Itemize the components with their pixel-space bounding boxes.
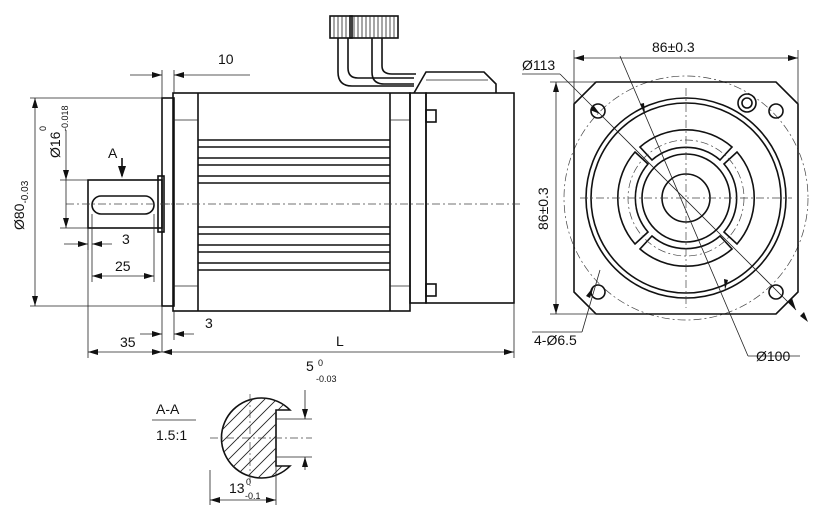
- dimension-width-86: 86±0.3: [573, 39, 799, 104]
- dim-length-label: L: [336, 333, 344, 349]
- dia-16-tolerance-lower: -0.018: [60, 105, 70, 131]
- power-cables: [329, 15, 416, 87]
- key-depth-tolerance-lower: -0.1: [245, 491, 261, 501]
- section-marker-label: A: [108, 145, 118, 161]
- dim-key-3-label: 3: [122, 231, 130, 247]
- leader-dia-100: Ø100: [619, 55, 800, 364]
- svg-text:Ø80-0.03: Ø80-0.03: [11, 180, 31, 230]
- section-view: 5 0 -0.03 13 0 -0.1 A-A 1.5:1: [152, 358, 337, 505]
- leader-holes: 4-Ø6.5: [532, 269, 601, 348]
- dimension-dia-80: Ø80-0.03: [11, 97, 162, 307]
- key-width-tolerance-upper: 0: [318, 358, 323, 368]
- dimension-flange-3: 3: [140, 306, 213, 352]
- leader-dia-113: Ø113: [522, 57, 601, 115]
- dia-80-tolerance: -0.03: [20, 180, 31, 203]
- dia-16-label: Ø16: [47, 131, 63, 158]
- encoder-housing: [409, 71, 515, 304]
- section-scale: 1.5:1: [156, 427, 187, 443]
- width-86-label: 86±0.3: [652, 39, 695, 55]
- dimension-height-86: 86±0.3: [535, 81, 596, 315]
- dim-flange-3-label: 3: [205, 315, 213, 331]
- key-depth-label: 13: [229, 480, 245, 496]
- dimension-key-width: 5 0 -0.03: [276, 358, 337, 470]
- key-depth-tolerance-upper: 0: [246, 477, 251, 487]
- section-marker-a: A: [108, 145, 126, 178]
- shaft-cross-section: [220, 397, 292, 479]
- dimension-dia-16: Ø16 0 -0.018: [38, 105, 88, 229]
- dimension-shaft-35: 35: [87, 228, 162, 358]
- motor-body: [172, 92, 411, 312]
- dimension-key-depth: 13 0 -0.1: [209, 466, 277, 505]
- svg-text:Ø16: Ø16: [47, 131, 63, 158]
- dia-100-label: Ø100: [756, 348, 790, 364]
- dim-shaft-35-label: 35: [120, 334, 136, 350]
- dia-113-label: Ø113: [522, 57, 555, 73]
- dim-key-25-label: 25: [115, 258, 131, 274]
- dim-top-10-label: 10: [218, 51, 234, 67]
- cooling-slots: [617, 129, 755, 267]
- dia-80-label: Ø80: [11, 203, 27, 230]
- dimension-key-25: 25: [91, 214, 155, 282]
- side-view: 10 Ø80-0.03 Ø16 0 -0.018: [11, 15, 520, 358]
- square-flange: [573, 81, 799, 315]
- dimension-10: 10: [130, 51, 250, 98]
- key-width-tolerance-lower: -0.03: [316, 374, 337, 384]
- section-title: A-A: [156, 401, 180, 417]
- height-86-label: 86±0.3: [535, 187, 551, 230]
- dimension-key-3: 3: [64, 214, 130, 250]
- key-width-label: 5: [306, 358, 314, 374]
- dimension-length: L: [162, 303, 515, 358]
- front-view: 86±0.3 86±0.3 Ø113 4-Ø6.5: [522, 39, 809, 364]
- holes-label: 4-Ø6.5: [534, 332, 577, 348]
- dia-16-tolerance-upper: 0: [38, 126, 48, 131]
- motor-flange: [161, 97, 175, 307]
- bolt-circle-113: [563, 75, 809, 321]
